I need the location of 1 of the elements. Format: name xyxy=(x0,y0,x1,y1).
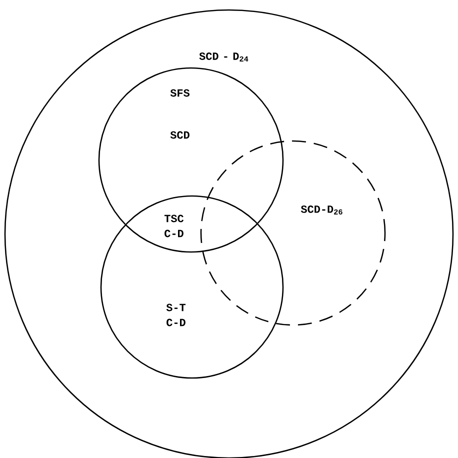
region-label: TSC C-D xyxy=(164,214,184,238)
